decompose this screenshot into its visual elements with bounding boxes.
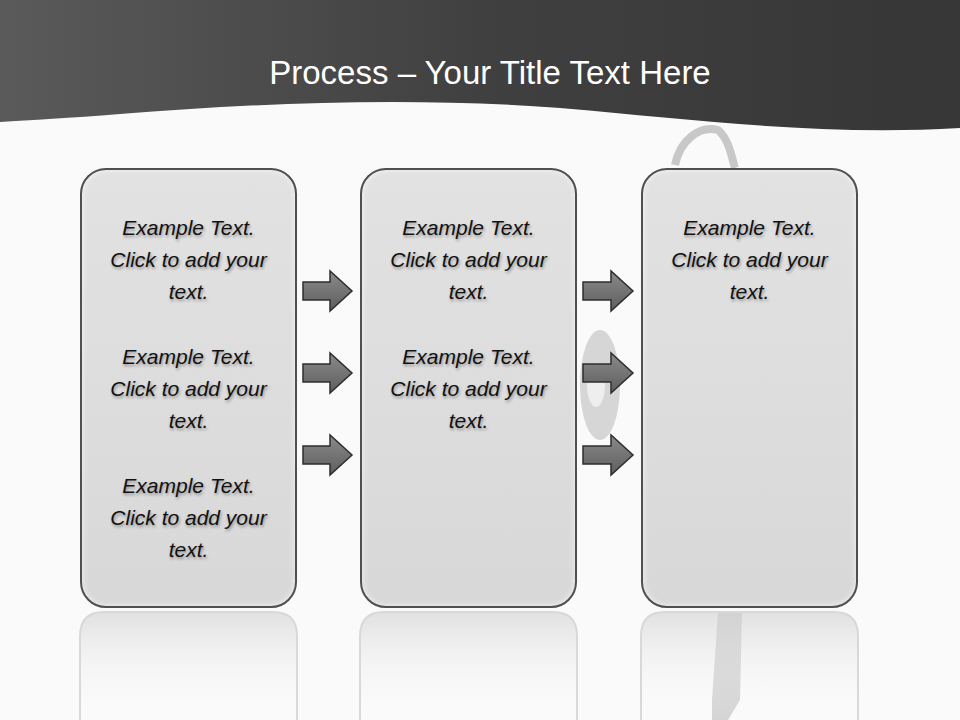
process-box: Example Text. Click to add your text. (641, 168, 858, 608)
box-text: Example Text. Click to add your text. (362, 341, 575, 437)
box-text: Example Text. Click to add your text. (82, 341, 295, 437)
process-box: Example Text. Click to add your text. Exa… (80, 168, 297, 608)
block-arrow (583, 271, 633, 311)
slide-title: Process – Your Title Text Here (100, 54, 880, 92)
block-arrow (303, 353, 352, 393)
box-text: Example Text. Click to add your text. (362, 212, 575, 308)
box-text: Example Text. Click to add your text. (643, 212, 856, 308)
block-arrow (303, 271, 352, 311)
block-arrow (583, 435, 633, 475)
box-text: Example Text. Click to add your text. (82, 470, 295, 566)
process-box: Example Text. Click to add your text. Exa… (360, 168, 577, 608)
block-arrow (303, 435, 352, 475)
box-text: Example Text. Click to add your text. (82, 212, 295, 308)
block-arrow (583, 353, 633, 393)
